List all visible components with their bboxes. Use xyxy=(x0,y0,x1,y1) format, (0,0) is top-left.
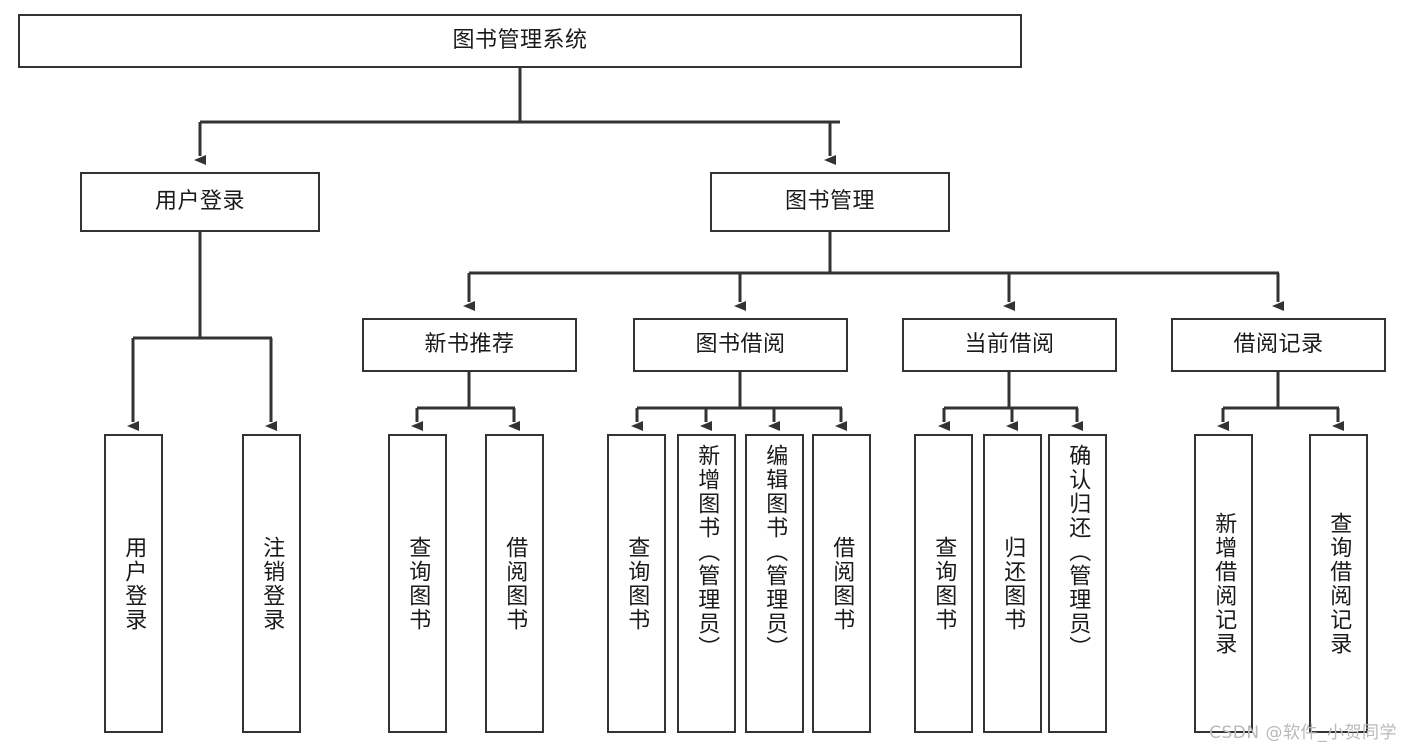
leaf-borrow-book-newbook-label: 借阅图书 xyxy=(502,535,528,632)
leaf-query-borrow-record-label: 查询借阅记录 xyxy=(1326,511,1352,656)
node-borrow-record-label: 借阅记录 xyxy=(1233,331,1324,357)
node-book-borrow[interactable]: 图书借阅 xyxy=(633,318,848,372)
node-current-borrow[interactable]: 当前借阅 xyxy=(902,318,1117,372)
node-root-label: 图书管理系统 xyxy=(452,27,588,53)
leaf-logout-label: 注销登录 xyxy=(259,535,285,632)
leaf-user-login[interactable]: 用户登录 xyxy=(104,434,163,733)
leaf-query-borrow-record[interactable]: 查询借阅记录 xyxy=(1309,434,1368,733)
leaf-query-book-newbook-label: 查询图书 xyxy=(405,535,431,632)
leaf-add-borrow-record-label: 新增借阅记录 xyxy=(1211,511,1237,656)
node-user-login-label: 用户登录 xyxy=(154,188,245,214)
leaf-confirm-return-admin-label: 确认归还（管理员） xyxy=(1065,444,1091,660)
node-book-management-label: 图书管理 xyxy=(784,188,875,214)
leaf-borrow-book[interactable]: 借阅图书 xyxy=(812,434,871,733)
leaf-confirm-return-admin[interactable]: 确认归还（管理员） xyxy=(1048,434,1107,733)
node-user-login[interactable]: 用户登录 xyxy=(80,172,320,232)
node-current-borrow-label: 当前借阅 xyxy=(964,331,1055,357)
leaf-logout[interactable]: 注销登录 xyxy=(242,434,301,733)
node-root[interactable]: 图书管理系统 xyxy=(18,14,1022,68)
leaf-query-book-newbook[interactable]: 查询图书 xyxy=(388,434,447,733)
leaf-return-book[interactable]: 归还图书 xyxy=(983,434,1042,733)
leaf-query-book-current-label: 查询图书 xyxy=(931,535,957,632)
leaf-add-book-admin[interactable]: 新增图书（管理员） xyxy=(677,434,736,733)
leaf-borrow-book-label: 借阅图书 xyxy=(829,535,855,632)
leaf-query-book-current[interactable]: 查询图书 xyxy=(914,434,973,733)
leaf-add-borrow-record[interactable]: 新增借阅记录 xyxy=(1194,434,1253,733)
node-borrow-record[interactable]: 借阅记录 xyxy=(1171,318,1386,372)
leaf-query-book-borrow-label: 查询图书 xyxy=(624,535,650,632)
watermark: CSDN @软件_小贺同学 xyxy=(1209,723,1397,743)
leaf-query-book-borrow[interactable]: 查询图书 xyxy=(607,434,666,733)
node-new-book-recommend[interactable]: 新书推荐 xyxy=(362,318,577,372)
leaf-edit-book-admin-label: 编辑图书（管理员） xyxy=(762,444,788,660)
leaf-borrow-book-newbook[interactable]: 借阅图书 xyxy=(485,434,544,733)
leaf-user-login-label: 用户登录 xyxy=(121,535,147,632)
node-book-borrow-label: 图书借阅 xyxy=(695,331,786,357)
leaf-return-book-label: 归还图书 xyxy=(1000,535,1026,632)
node-new-book-recommend-label: 新书推荐 xyxy=(424,331,515,357)
leaf-edit-book-admin[interactable]: 编辑图书（管理员） xyxy=(745,434,804,733)
leaf-add-book-admin-label: 新增图书（管理员） xyxy=(694,444,720,660)
node-book-management[interactable]: 图书管理 xyxy=(710,172,950,232)
